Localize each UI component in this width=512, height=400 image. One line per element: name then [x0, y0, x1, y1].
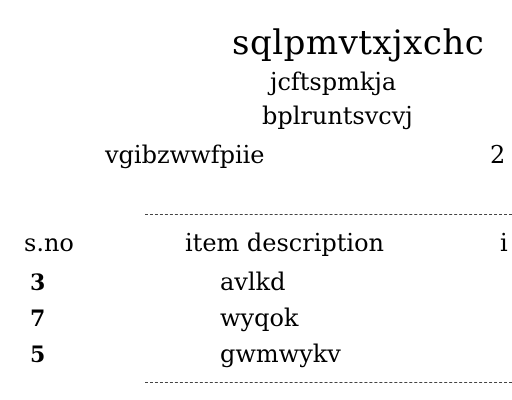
row-description: wyqok	[220, 304, 299, 332]
table-header-sno: s.no	[24, 229, 74, 257]
row-sno: 3	[30, 270, 46, 296]
table-header-next: i	[500, 229, 508, 257]
table-row: 7 wyqok	[0, 302, 512, 336]
subtitle-line-1: jcftspmkja	[270, 68, 397, 96]
divider-top	[145, 214, 512, 215]
row-sno: 5	[30, 342, 46, 368]
row-description: avlkd	[220, 268, 286, 296]
subtitle-line-2: bplruntsvcvj	[262, 102, 413, 130]
table-row: 3 avlkd	[0, 266, 512, 300]
divider-bottom	[145, 382, 512, 383]
info-right: 2	[490, 141, 506, 169]
row-description: gwmwykv	[220, 340, 341, 368]
table-header-description: item description	[185, 229, 384, 257]
row-sno: 7	[30, 306, 46, 332]
info-left: vgibzwwfpiie	[105, 141, 265, 169]
document-title: sqlpmvtxjxchc	[232, 23, 485, 63]
table-row: 5 gwmwykv	[0, 338, 512, 372]
